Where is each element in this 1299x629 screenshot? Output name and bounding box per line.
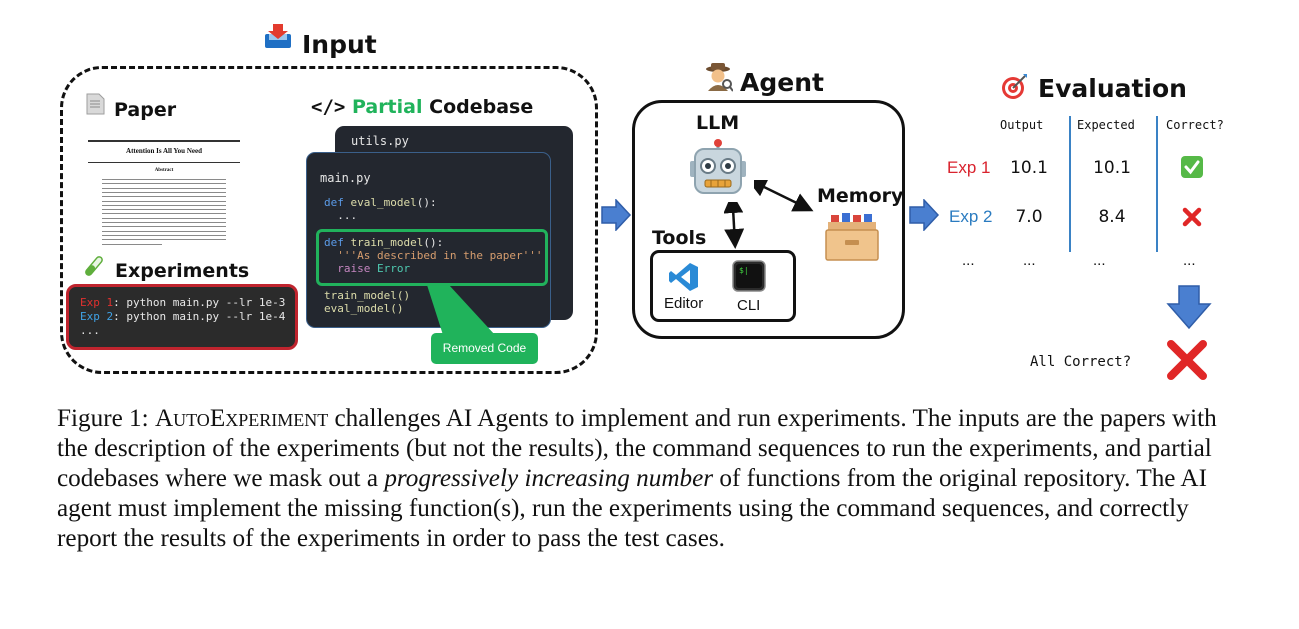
caption-prefix: Figure 1: (57, 405, 155, 432)
ellipsis-col2: ... (1093, 252, 1106, 269)
paper-text-line (102, 239, 226, 241)
code-brackets-icon: </> (311, 96, 346, 118)
paper-text-line (102, 213, 226, 215)
row2-expected: 8.4 (1098, 207, 1126, 227)
robot-icon (687, 139, 749, 199)
header-correct: Correct? (1166, 118, 1224, 132)
row-label-exp1: Exp 1 (947, 158, 991, 177)
table-divider-2 (1156, 116, 1158, 252)
arrow-input-to-agent (601, 199, 632, 231)
input-tray-icon (263, 22, 293, 50)
input-title: Input (302, 30, 377, 59)
tools-region (650, 250, 796, 322)
llm-label: LLM (696, 112, 740, 134)
vscode-icon (669, 262, 699, 292)
ellipsis-col0: ... (962, 252, 975, 269)
memory-label: Memory (817, 185, 904, 207)
agent-title: Agent (740, 68, 824, 97)
removed-code-badge: Removed Code (431, 333, 538, 364)
arrow-llm-memory (754, 180, 814, 212)
paper-text-line (102, 209, 226, 211)
paper-text-line (102, 243, 162, 245)
codebase-label-highlight: Partial (351, 96, 423, 118)
terminal-icon: $| (732, 260, 766, 292)
paper-label: Paper (114, 99, 177, 121)
code-line-docstring: '''As described in the paper''' (324, 249, 543, 262)
removed-code-pointer (427, 285, 495, 335)
terminal-line-exp2: Exp 2: python main.py --lr 1e-4 (80, 310, 286, 323)
terminal-line-exp1: Exp 1: python main.py --lr 1e-3 (80, 296, 286, 309)
svg-text:$|: $| (739, 266, 749, 275)
arrow-down-to-result (1166, 285, 1212, 330)
editor-label: Editor (664, 295, 704, 312)
paper-text-line (102, 204, 226, 206)
code-line-def-train: def train_model(): (324, 236, 444, 249)
caption-text-1: challenges AI Agents to implement and ru… (57, 405, 1217, 492)
tools-label: Tools (652, 227, 707, 249)
cli-label: CLI (737, 297, 761, 314)
code-line-call-eval: eval_model() (324, 302, 404, 315)
row2-output: 7.0 (1015, 207, 1043, 227)
paper-text-line (102, 191, 226, 193)
utils-filename: utils.py (351, 134, 409, 148)
paper-thumbnail-abstract-heading: Abstract (154, 168, 174, 173)
caption-emphasis: progressively increasing number (384, 465, 714, 492)
page-icon (84, 93, 106, 115)
code-line-raise: raise Error (337, 262, 411, 275)
detective-icon (705, 62, 734, 92)
input-region (60, 66, 598, 374)
paper-text-line (102, 217, 226, 219)
all-correct-cross-icon (1166, 340, 1208, 380)
experiments-label: Experiments (115, 260, 250, 282)
codebase-label: </> Partial Codebase (311, 96, 533, 118)
cross-mark-icon (1182, 207, 1202, 227)
paper-text-line (102, 200, 226, 202)
agent-region (632, 100, 905, 339)
paper-thumbnail: Attention Is All You Need Abstract (88, 135, 248, 253)
paper-text-line (102, 226, 226, 228)
figure-caption: Figure 1: AutoExperiment challenges AI A… (57, 404, 1247, 554)
paper-text-line (102, 230, 226, 232)
test-tube-icon (82, 254, 106, 278)
code-line-ellipsis: ... (324, 209, 358, 222)
removed-code-highlight (316, 229, 548, 286)
paper-text-line (102, 196, 226, 198)
paper-text-line (102, 179, 226, 180)
caption-name: AutoExperiment (154, 405, 329, 432)
header-expected: Expected (1077, 118, 1135, 132)
card-file-box-icon (825, 210, 879, 262)
main-code-window: main.py def eval_model(): ... def train_… (306, 152, 551, 328)
caption-text-2: of functions from the original repositor… (57, 465, 1207, 552)
header-output: Output (1000, 118, 1044, 132)
code-line-call-train: train_model() (324, 289, 411, 302)
paper-thumbnail-title: Attention Is All You Need (126, 147, 202, 155)
codebase-label-rest: Codebase (429, 96, 534, 118)
paper-text-line (102, 222, 226, 223)
main-filename: main.py (320, 171, 371, 185)
check-mark-icon (1181, 156, 1203, 178)
row-label-exp2: Exp 2 (949, 207, 993, 226)
table-divider-1 (1069, 116, 1071, 252)
arrow-agent-to-eval (909, 199, 940, 231)
paper-text-line (102, 187, 226, 189)
ellipsis-col3: ... (1183, 252, 1196, 269)
bullseye-icon (1001, 73, 1028, 100)
all-correct-label: All Correct? (1030, 354, 1132, 370)
evaluation-title: Evaluation (1038, 74, 1187, 103)
paper-text-line (102, 183, 226, 185)
arrow-llm-tools (724, 202, 744, 249)
paper-text-line (102, 234, 226, 236)
code-line-def-eval: def eval_model(): (324, 196, 437, 209)
terminal-line-ellipsis: ... (80, 324, 100, 337)
ellipsis-col1: ... (1023, 252, 1036, 269)
row1-expected: 10.1 (1093, 158, 1131, 178)
row1-output: 10.1 (1010, 158, 1048, 178)
